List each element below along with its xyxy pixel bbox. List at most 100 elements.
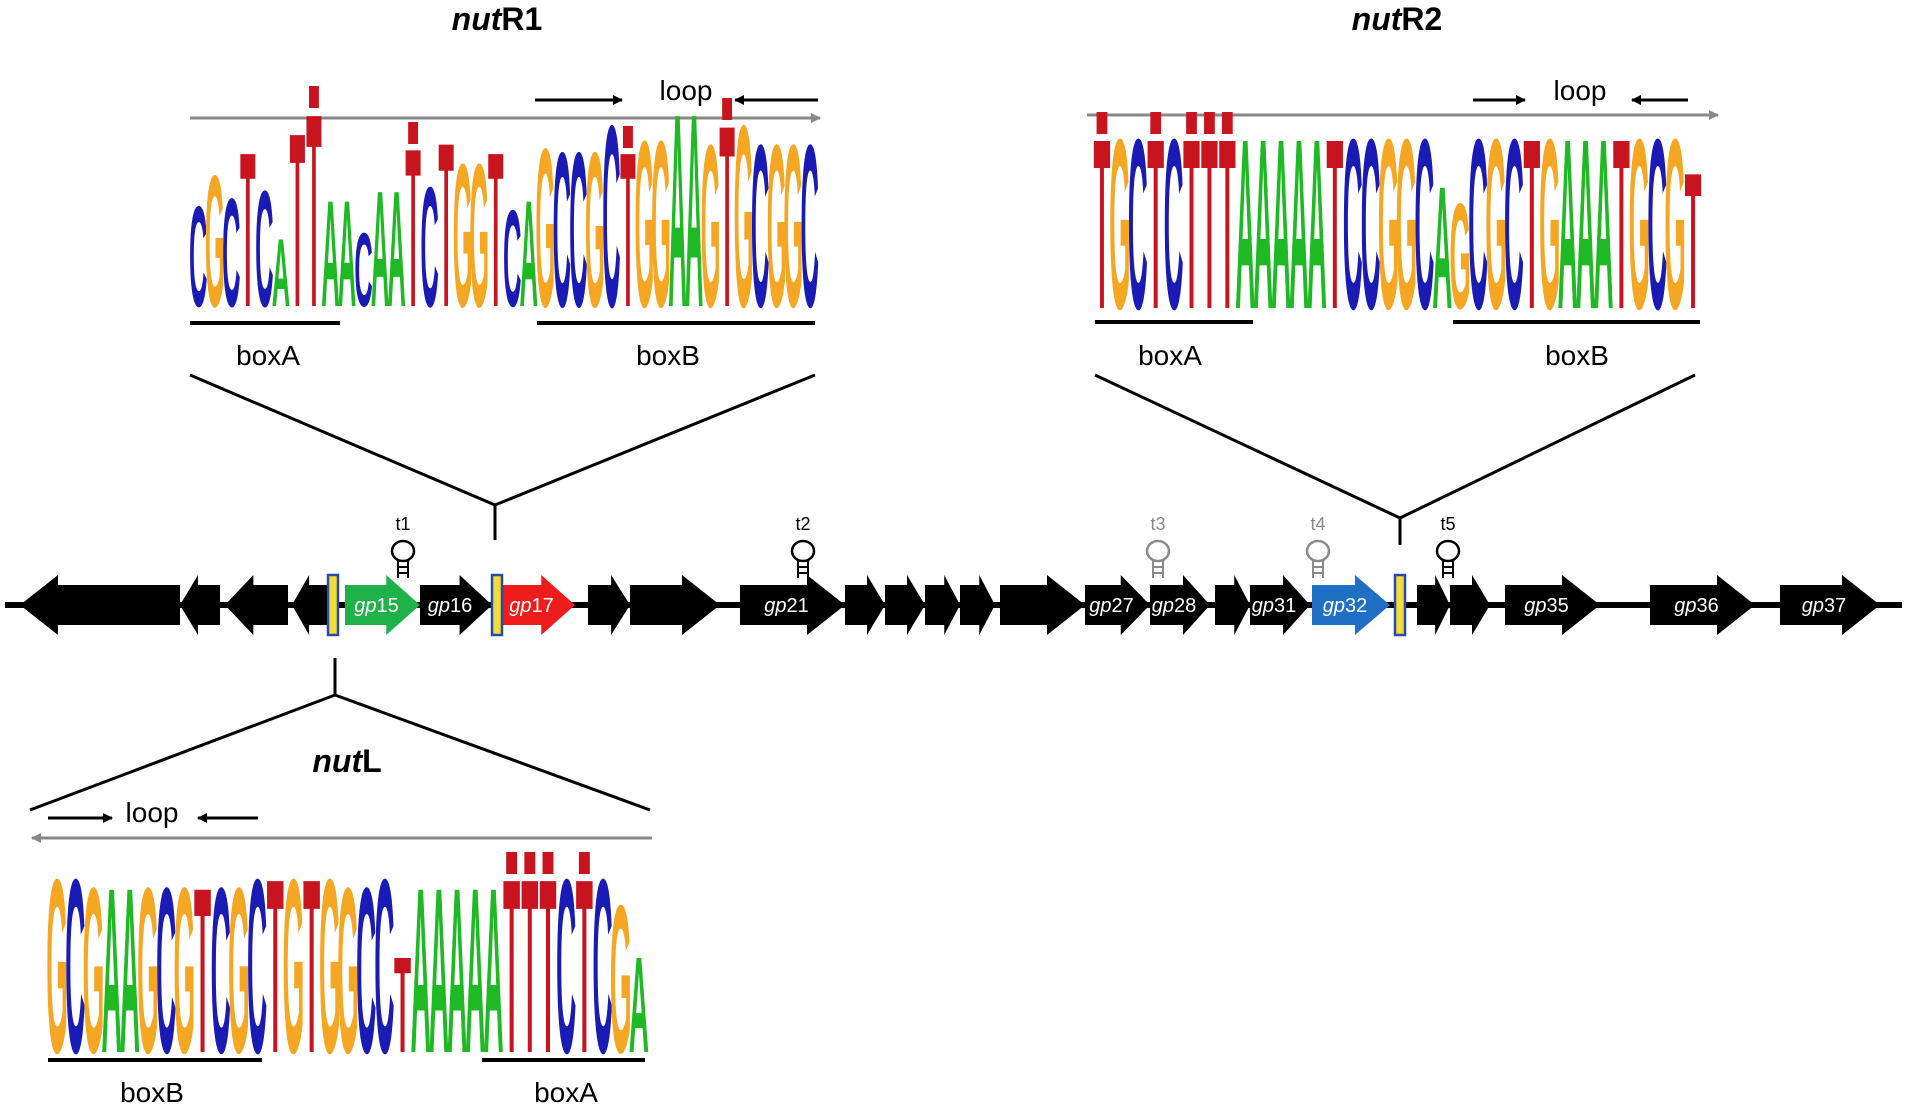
gene-arrow bbox=[960, 575, 995, 635]
logo-letter-T: T bbox=[290, 82, 306, 359]
logo-letter-A: A bbox=[120, 839, 140, 1103]
logo-letter-A: A bbox=[465, 839, 485, 1103]
gene-arrow bbox=[20, 575, 180, 635]
logo-letter-C: C bbox=[356, 839, 376, 1103]
logo-letter-A: A bbox=[520, 171, 538, 340]
nutR1-zoom-left-line bbox=[189, 373, 496, 507]
logo-letter-A: A bbox=[483, 839, 503, 1103]
logo-letter-C: C bbox=[374, 829, 394, 1106]
logo-letter-T: T bbox=[1219, 89, 1236, 360]
logo-letter-C: C bbox=[420, 151, 438, 343]
logo-letter-T: T bbox=[719, 72, 735, 362]
gene-arrow bbox=[225, 575, 288, 635]
logo-letter-A: A bbox=[1235, 89, 1255, 360]
nutL-boxB-label: boxB bbox=[120, 1077, 184, 1108]
logo-letter-C: C bbox=[156, 839, 176, 1103]
gene-label-gp31: gp31 bbox=[1252, 595, 1297, 617]
logo-letter-A: A bbox=[387, 158, 405, 343]
terminator-label: t5 bbox=[1440, 514, 1455, 534]
logo-letter-C: C bbox=[1164, 89, 1184, 360]
logo-letter-G: G bbox=[137, 839, 159, 1103]
logo-letter-T: T bbox=[1147, 89, 1164, 360]
nutR2-loop-label: loop bbox=[1554, 75, 1607, 106]
logo-letter-C: C bbox=[1468, 89, 1488, 360]
terminator-label: t4 bbox=[1310, 514, 1325, 534]
logo-letter-C: C bbox=[503, 182, 521, 336]
logo-letter-T: T bbox=[194, 839, 211, 1103]
gene-arrow bbox=[1215, 575, 1250, 635]
nutR2-boxB-label: boxB bbox=[1545, 340, 1609, 371]
logo-letter-T: T bbox=[1613, 89, 1630, 360]
logo-cap-T bbox=[308, 86, 319, 108]
logo-letter-C: C bbox=[556, 829, 576, 1106]
gene-arrow bbox=[500, 575, 575, 635]
logo-letter-G: G bbox=[767, 97, 787, 356]
logo-letter-G: G bbox=[228, 839, 250, 1103]
logo-letter-G: G bbox=[585, 108, 605, 354]
logo-letter-A: A bbox=[1576, 89, 1596, 360]
logo-letter-A: A bbox=[685, 57, 703, 365]
nut-site-markers bbox=[326, 573, 1407, 637]
logo-letter-T: T bbox=[405, 102, 421, 355]
nutR2-zoom-left-line bbox=[1094, 373, 1401, 520]
logo-letter-C: C bbox=[211, 839, 231, 1103]
terminator-t1: t1 bbox=[390, 514, 416, 578]
logo-letter-C: C bbox=[354, 213, 372, 330]
logo-letter-A: A bbox=[1594, 89, 1614, 360]
logo-letter-G: G bbox=[469, 121, 489, 350]
logo-letter-G: G bbox=[1539, 89, 1560, 360]
logo-cap-T bbox=[1204, 112, 1215, 134]
logo-cap-T bbox=[506, 852, 518, 874]
gene-arrow bbox=[1085, 575, 1150, 635]
logo-cap-T bbox=[578, 852, 590, 874]
gene-label-gp16: gp16 bbox=[428, 595, 473, 617]
logo-letter-A: A bbox=[668, 57, 686, 365]
gene-label-gp37: gp37 bbox=[1802, 595, 1847, 617]
gene-label-gp17: gp17 bbox=[509, 595, 554, 617]
logo-letter-T: T bbox=[1685, 133, 1702, 350]
logo-letter-A: A bbox=[321, 171, 339, 340]
logo-letter-G: G bbox=[610, 861, 632, 1097]
logo-letter-T: T bbox=[576, 829, 593, 1106]
logo-letter-C: C bbox=[255, 158, 273, 343]
logo-letter-A: A bbox=[429, 839, 449, 1103]
logo-letter-G: G bbox=[1664, 89, 1685, 360]
gene-arrow bbox=[1312, 575, 1390, 635]
logo-letter-T: T bbox=[1523, 89, 1540, 360]
logo-letter-C: C bbox=[569, 108, 587, 354]
logo-letter-C: C bbox=[65, 829, 85, 1106]
logo-letter-C: C bbox=[1414, 89, 1434, 360]
nutL-boxA-label: boxA bbox=[534, 1077, 598, 1108]
logo-cap-T bbox=[408, 122, 419, 144]
gene-arrow bbox=[420, 575, 492, 635]
gene-label-gp32: gp32 bbox=[1323, 595, 1368, 617]
logo-letter-G: G bbox=[83, 839, 105, 1103]
nutR1-zoom-right-line bbox=[494, 373, 816, 507]
nutR1-boxB-label: boxB bbox=[636, 340, 700, 371]
logo-letter-T: T bbox=[303, 829, 320, 1106]
gene-arrow bbox=[1250, 575, 1310, 635]
terminator-t5: t5 bbox=[1435, 514, 1461, 578]
logo-letter-T: T bbox=[1183, 89, 1200, 360]
logo-cap-T bbox=[524, 852, 536, 874]
logo-letter-G: G bbox=[453, 121, 473, 350]
gene-arrow bbox=[1450, 575, 1490, 635]
logo-letter-A: A bbox=[272, 218, 290, 326]
gene-arrows bbox=[20, 575, 1880, 635]
gene-arrow bbox=[1150, 575, 1210, 635]
logo-letter-T: T bbox=[539, 829, 556, 1106]
logo-letter-A: A bbox=[629, 929, 649, 1081]
logo-letter-C: C bbox=[602, 72, 620, 362]
logo-letter-T: T bbox=[1094, 89, 1111, 360]
logo-letter-G: G bbox=[1396, 89, 1417, 360]
logo-letter-A: A bbox=[102, 839, 122, 1103]
logo-letter-G: G bbox=[734, 72, 754, 362]
logo-letter-C: C bbox=[553, 108, 571, 354]
gene-arrow bbox=[925, 575, 960, 635]
nutR1-title: nutR1 bbox=[452, 1, 543, 37]
